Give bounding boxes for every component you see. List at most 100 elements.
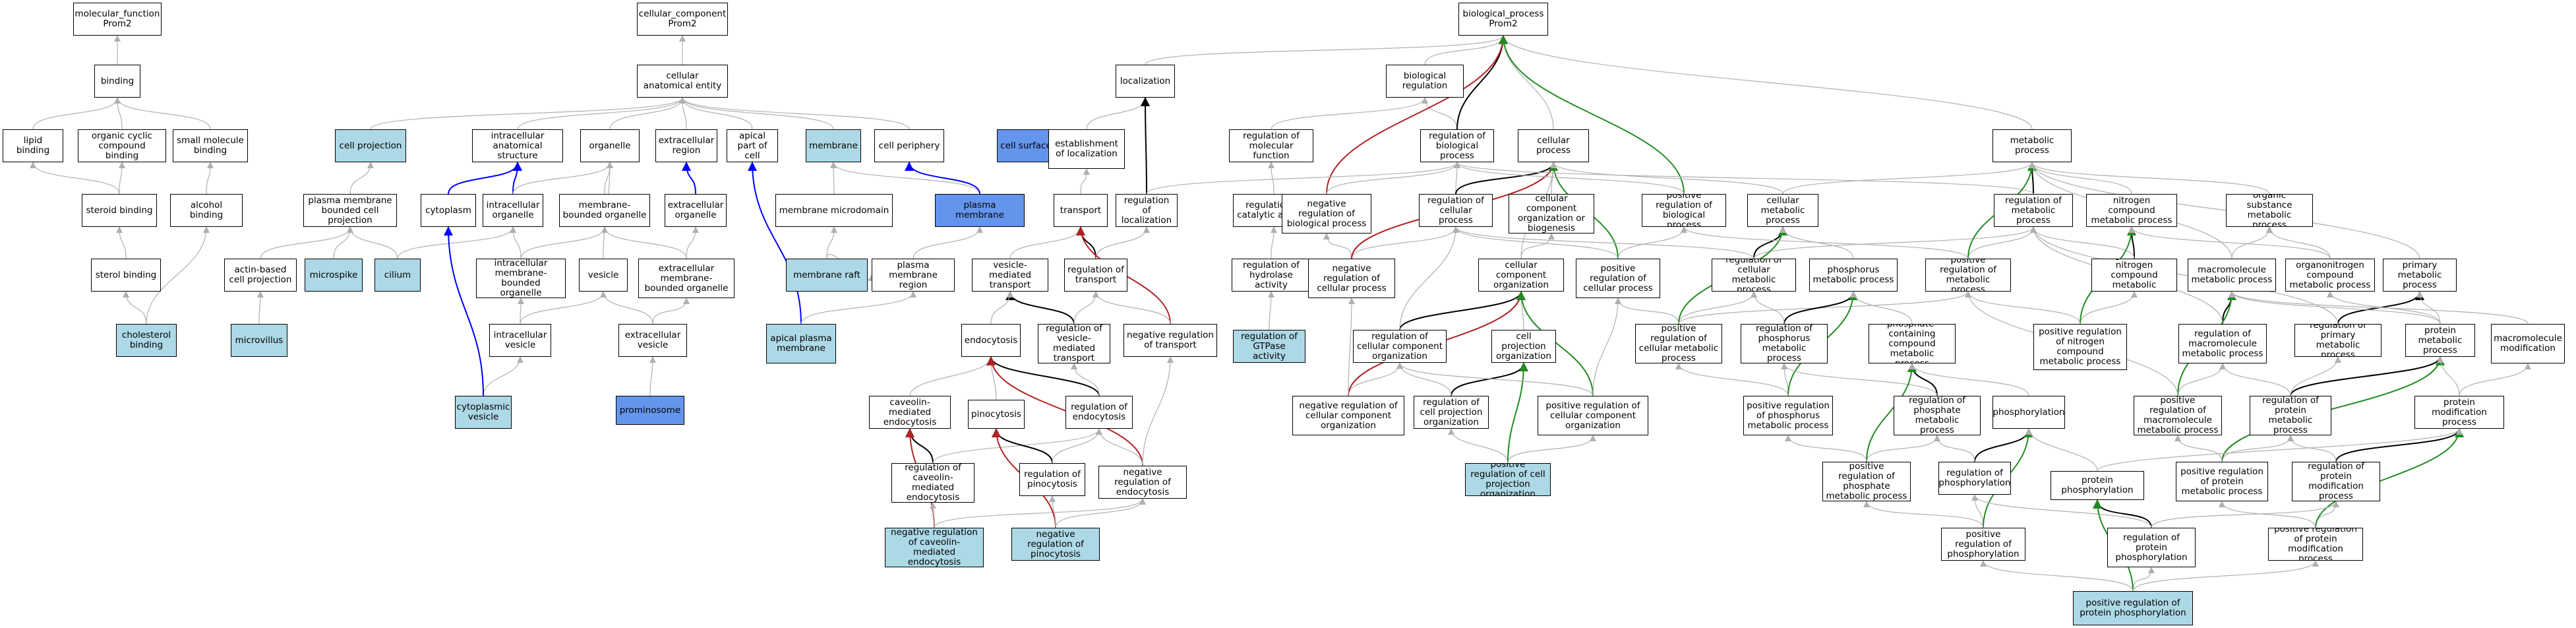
edge-apm-to-pmr	[800, 291, 916, 325]
edge-rprotmod-to-rprotmp	[2287, 435, 2337, 462]
node-endo: endocytosis	[961, 324, 1021, 357]
node-imbo: intracellular membrane-bounded organelle	[476, 259, 566, 298]
edge-prcpo-to-cpo	[1507, 362, 1528, 464]
edge-apm-to-apical	[748, 162, 802, 325]
node-nrcme: negative regulation of caveolin-mediated…	[885, 528, 984, 567]
node-cc: cellular_component Prom2	[637, 3, 728, 36]
edge-prphmp-to-rphmp	[1866, 435, 1940, 462]
edge-rprotmp-to-protmp	[2290, 356, 2445, 396]
node-prcpo: positive regulation of cell projection o…	[1465, 463, 1551, 496]
edge-protmp-to-macmp	[2229, 291, 2441, 325]
node-protphos: protein phosphorylation	[2051, 471, 2144, 500]
node-memraft: membrane raft	[786, 259, 868, 292]
edge-rgtp-to-rha	[1267, 291, 1274, 330]
edge-rcp-to-rbp	[1453, 162, 1460, 195]
edge-rprotphos-to-protphos	[2093, 499, 2152, 528]
node-steroidb: steroid binding	[82, 194, 157, 227]
node-primmp: primary metabolic process	[2383, 259, 2457, 292]
edge-onmp-to-ncmp	[2128, 226, 2331, 259]
edge-rtrans-to-rloc	[1095, 226, 1150, 259]
node-breg: biological regulation	[1386, 65, 1464, 98]
node-prncmp: positive regulation of nitrogen compound…	[2033, 324, 2127, 370]
node-nrcco: negative regulation of cellular componen…	[1292, 396, 1404, 435]
node-cmp: cellular metabolic process	[1747, 194, 1818, 227]
node-lipid: lipid binding	[3, 129, 63, 162]
node-cilium: cilium	[374, 259, 421, 292]
node-loc: localization	[1116, 65, 1175, 98]
edge-prprotmod-to-protmod	[2315, 428, 2464, 528]
node-rmacmp: regulation of macromolecule metabolic pr…	[2178, 324, 2267, 363]
node-prbp: positive regulation of biological proces…	[1642, 194, 1726, 227]
edge-rpmp-to-pmp	[1783, 291, 1858, 325]
edge-rbp-to-bp	[1456, 35, 1508, 130]
edge-rmp-to-rbp	[1454, 162, 2034, 195]
edge-prpmp-to-prcmp	[1675, 363, 1789, 396]
edge-macmp-to-osmp	[2231, 226, 2273, 259]
node-prpmp: positive regulation of phosphorus metabo…	[1743, 396, 1833, 435]
edge-organelle-to-cae	[609, 97, 686, 130]
node-vesicle: vesicle	[579, 259, 628, 292]
edge-cproj-to-cae	[370, 97, 686, 130]
edge-osmp-to-mp	[2029, 162, 2270, 195]
edge-prominosome-to-ecves	[649, 356, 656, 396]
edge-prcmp-to-prmp	[1678, 291, 1971, 325]
edge-pmp-to-cmp	[1780, 226, 1854, 259]
edge-nrbp-to-rbp	[1326, 162, 1460, 195]
node-pmp: phosphorus metabolic process	[1809, 259, 1898, 292]
edge-protphos-to-phos	[2025, 428, 2098, 472]
edge-nrtrans-to-rtrans	[1093, 291, 1171, 325]
edge-prcp-to-prbp	[1617, 226, 1687, 259]
edge-breg-to-bp	[1424, 35, 1507, 65]
edge-rprotmp-to-rmacmp	[2219, 363, 2291, 396]
edge-transport-to-eloc	[1080, 168, 1090, 195]
edge-rcmp-to-rmp	[1753, 226, 2037, 259]
edge-prprotmp-to-rprotmp	[2221, 435, 2294, 462]
edge-phos-to-pccmp	[1909, 363, 2029, 396]
edge-ias-to-cae	[517, 97, 686, 130]
node-macmod: macromolecule modification	[2491, 324, 2565, 363]
node-rmf: regulation of molecular function	[1229, 129, 1313, 162]
node-nrbp: negative regulation of biological proces…	[1282, 194, 1371, 234]
edge-prprotphos-to-prphos	[1980, 560, 2134, 592]
edge-rncmp-to-rmp	[2030, 226, 2135, 259]
node-pccmp: phosphate-containing compound metabolic …	[1869, 324, 1956, 363]
node-prphmp: positive regulation of phosphate metabol…	[1822, 462, 1911, 501]
node-phos: phosphorylation	[1992, 396, 2065, 429]
edge-eloc-to-loc	[1086, 97, 1149, 130]
edge-abcp-to-pmbcp	[260, 226, 353, 259]
edge-intorg-to-ias	[512, 162, 522, 195]
node-rbp: regulation of biological process	[1420, 129, 1494, 162]
node-vmt: vesicle-mediated transport	[972, 259, 1048, 292]
edge-rha-to-rca	[1270, 226, 1277, 259]
node-prphos: positive regulation of phosphorylation	[1941, 528, 2025, 561]
edge-steroidb-to-lipid	[30, 162, 120, 195]
edge-ncmp-to-mp	[2029, 162, 2132, 195]
node-pmr: plasma membrane region	[872, 259, 955, 292]
edge-rcmp-to-rcp	[1453, 226, 1754, 259]
edge-ecves-to-embo	[652, 298, 690, 325]
node-rphos: regulation of phosphorylation	[1938, 462, 2011, 495]
node-ncmp: nitrogen compound metabolic process	[2086, 194, 2177, 227]
edge-rcco-to-cco	[1399, 291, 1526, 330]
edge-smb-to-binding	[114, 97, 211, 130]
edge-cholb-to-sterolb	[123, 291, 147, 325]
node-abcp: actin-based cell projection	[224, 259, 297, 292]
node-nrendo: negative regulation of endocytosis	[1098, 466, 1187, 499]
edge-prcco-to-rcco	[1396, 362, 1594, 396]
edge-rcco-to-rcp	[1399, 226, 1459, 330]
edge-prprotmp-to-prmacmp	[2174, 435, 2223, 462]
node-rcme: regulation of caveolin-mediated endocyto…	[891, 463, 974, 503]
edge-protmod-to-macmod	[2459, 363, 2531, 396]
edge-rvmt-to-vmt	[1005, 291, 1075, 325]
edge-prphmp-to-prpmp	[1785, 435, 1867, 462]
edge-nrendo-to-nrtrans	[1142, 356, 1174, 466]
node-protmod: protein modification process	[2414, 396, 2504, 429]
node-cellproc: cellular process	[1518, 129, 1589, 162]
edge-prncmp-to-prmp	[1965, 291, 2081, 325]
node-prprotmp: positive regulation of protein metabolic…	[2176, 462, 2268, 501]
node-rpino: regulation of pinocytosis	[1019, 463, 1085, 496]
edge-pm-to-membrane	[830, 162, 980, 195]
node-rcmp: regulation of cellular metabolic process	[1712, 259, 1796, 292]
edge-rprimmp-to-rmp	[2030, 226, 2339, 325]
